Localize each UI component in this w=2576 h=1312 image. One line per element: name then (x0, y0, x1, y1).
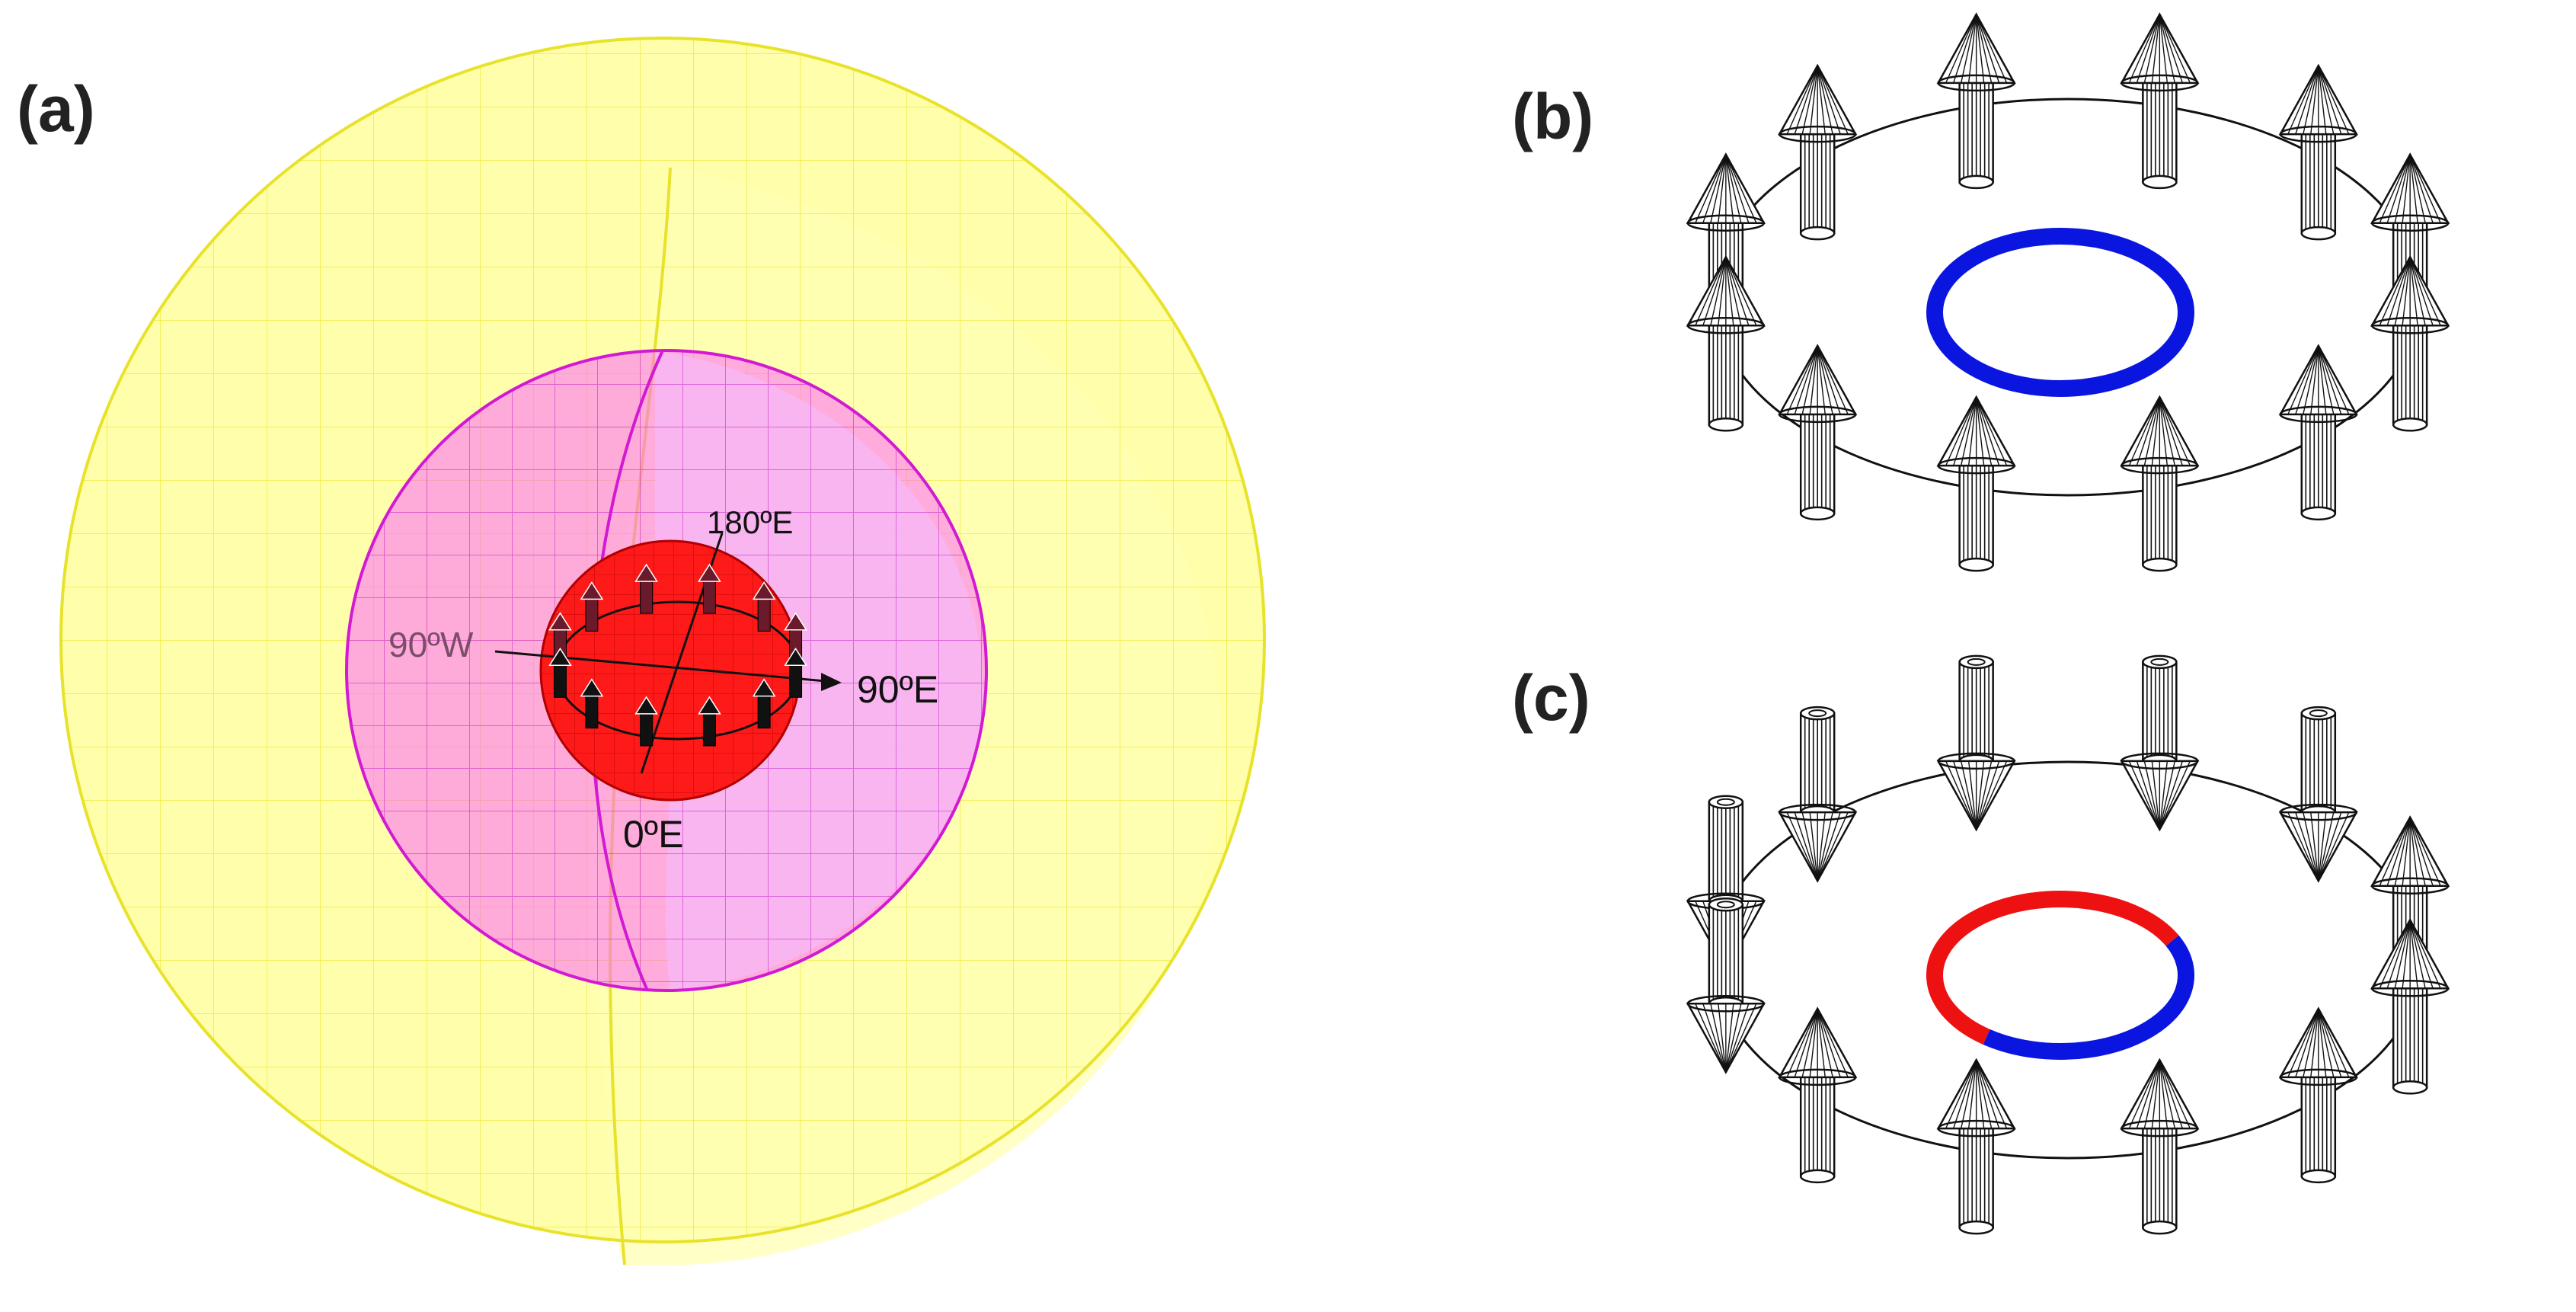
panel-c-ring (1926, 890, 2194, 1060)
label-90W: 90ºW (388, 625, 474, 664)
moment-arrow-up (2370, 917, 2450, 1095)
mini-moment-arrow (580, 678, 604, 729)
moment-arrow-up (2370, 254, 2450, 432)
moment-arrow-up (2278, 344, 2358, 521)
arrow-head-east (821, 673, 842, 691)
panel-b: (b) (1512, 12, 2450, 572)
current-ring-segment (1926, 890, 2179, 1045)
moment-arrow-down (1778, 706, 1858, 883)
panel-c: (c) (1512, 654, 2450, 1235)
moment-arrow-down (1686, 898, 1766, 1074)
moment-arrow-up (1778, 63, 1858, 241)
panel-c-arrows (1686, 654, 2450, 1235)
mini-moment-arrow (698, 696, 721, 747)
moment-arrow-up (2120, 12, 2200, 190)
mini-moment-arrow (548, 647, 572, 698)
moment-arrow-up (1686, 254, 1766, 432)
mini-moment-arrow (784, 647, 807, 698)
moment-arrow-down (2120, 654, 2200, 832)
mini-moment-arrow (698, 563, 721, 614)
panel-a-label: (a) (17, 73, 95, 145)
moment-arrow-down (2278, 706, 2358, 883)
mini-moment-arrow (634, 696, 658, 747)
label-90E: 90ºE (857, 668, 938, 711)
mini-moment-arrow (634, 563, 658, 614)
moment-arrow-up (1936, 1058, 2016, 1235)
moment-arrow-up (1936, 12, 2016, 190)
panel-b-arrows (1686, 12, 2450, 572)
panel-c-label: (c) (1512, 662, 1590, 734)
current-ring-segment (1926, 228, 2194, 397)
moment-arrow-up (1778, 344, 1858, 521)
panel-a: (a) 180ºE 90ºW (17, 37, 1266, 1266)
label-0E: 0ºE (623, 813, 683, 856)
label-180E: 180ºE (707, 504, 793, 540)
moment-arrow-up (2120, 395, 2200, 572)
current-ring-segment (1983, 935, 2194, 1060)
moment-arrow-up (1778, 1006, 1858, 1184)
moment-arrow-up (2278, 1006, 2358, 1184)
inner-sphere (539, 539, 801, 802)
mini-arrow-group (548, 563, 807, 747)
mini-moment-arrow (752, 581, 776, 632)
axis-west-east (494, 650, 835, 683)
moment-arrow-up (2120, 1058, 2200, 1235)
mini-moment-arrow (752, 678, 776, 729)
moment-arrow-up (2278, 63, 2358, 241)
mini-moment-arrow (580, 581, 604, 632)
panel-b-label: (b) (1512, 81, 1593, 152)
moment-arrow-up (1936, 395, 2016, 572)
moment-arrow-down (1936, 654, 2016, 832)
panel-b-ring (1926, 228, 2194, 397)
